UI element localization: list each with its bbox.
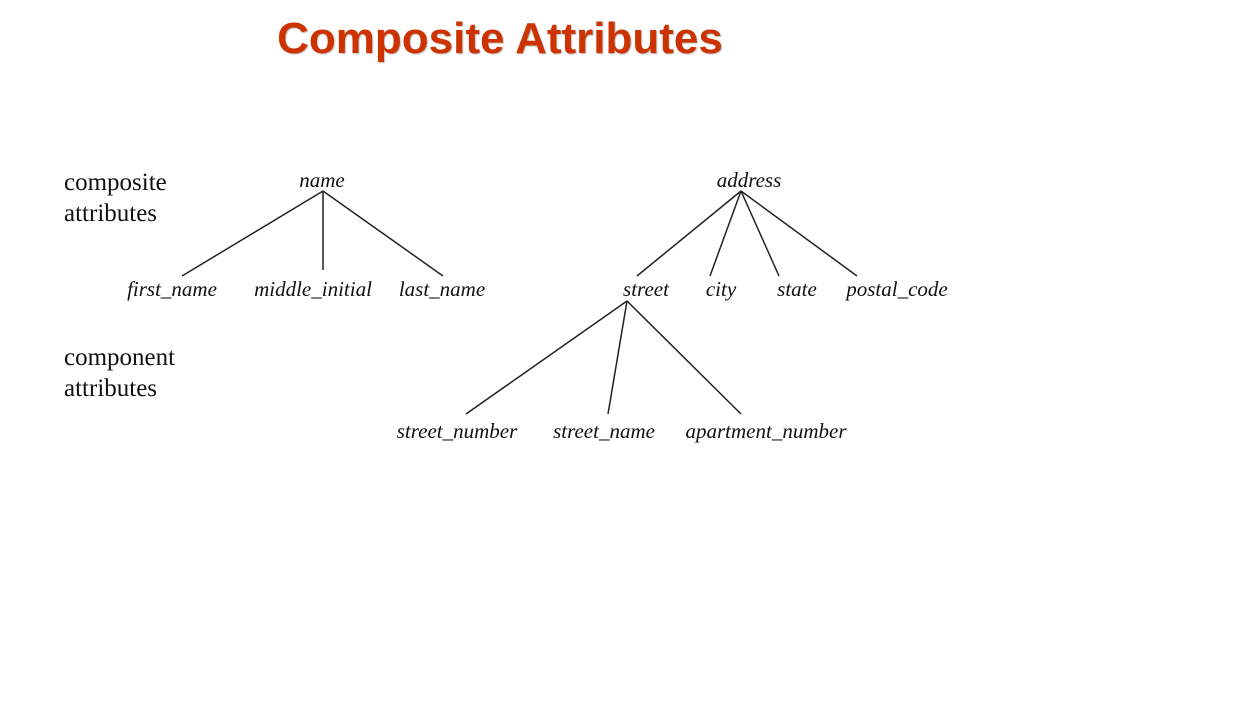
component-label-line-2: attributes: [64, 375, 158, 402]
slide-title: Composite Attributes: [277, 14, 723, 63]
composite-label-line-2: attributes: [64, 200, 158, 227]
composite-attributes-label: composite attributes: [64, 167, 167, 229]
edge-address-city: [709, 190, 742, 277]
edge-street-street_name: [607, 300, 628, 415]
node-middle_initial: middle_initial: [254, 277, 372, 301]
node-first_name: first_name: [127, 277, 217, 301]
node-street: street: [623, 277, 670, 301]
edge-address-state: [740, 190, 780, 277]
edge-street-apartment_number: [626, 300, 742, 415]
edge-street-street_number: [465, 300, 628, 415]
node-city: city: [706, 277, 737, 301]
edge-address-postal_code: [740, 190, 858, 277]
node-last_name: last_name: [399, 277, 485, 301]
node-name: name: [299, 168, 345, 192]
node-street_name: street_name: [553, 419, 655, 443]
component-label-line-1: component: [64, 344, 176, 371]
node-postal_code: postal_code: [844, 277, 947, 301]
edge-name-first_name: [181, 190, 324, 277]
component-attributes-label: component attributes: [64, 342, 175, 404]
composite-label-line-1: composite: [64, 169, 167, 196]
node-street_number: street_number: [397, 419, 518, 443]
node-state: state: [777, 277, 817, 301]
node-apartment_number: apartment_number: [686, 419, 848, 443]
edge-name-last_name: [322, 190, 444, 277]
node-address: address: [717, 168, 782, 192]
edge-address-street: [636, 190, 742, 277]
